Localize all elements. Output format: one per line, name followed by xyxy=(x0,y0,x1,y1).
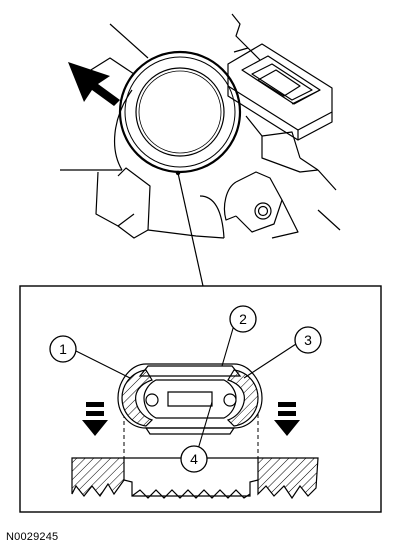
press-arrow-left xyxy=(82,402,108,436)
callout-2-label: 2 xyxy=(239,311,247,327)
callout-4: 4 xyxy=(180,445,208,473)
housing-outline xyxy=(60,13,341,239)
seal-cross-section xyxy=(117,363,263,435)
bolt-hole xyxy=(254,202,272,220)
oil-seal xyxy=(118,50,242,174)
callout-1-label: 1 xyxy=(59,341,67,357)
detail-leader-line xyxy=(175,170,204,287)
figure-id: N0029245 xyxy=(6,531,59,543)
location-arrow xyxy=(68,62,120,106)
callout-4-label: 4 xyxy=(190,451,198,467)
callout-3-label: 3 xyxy=(304,332,312,348)
callout-3: 3 xyxy=(294,326,322,354)
callout-1: 1 xyxy=(49,335,77,363)
sensor-housing xyxy=(227,43,333,141)
callout-2: 2 xyxy=(229,305,257,333)
detail-frame xyxy=(19,285,382,513)
press-arrow-right xyxy=(274,402,300,436)
